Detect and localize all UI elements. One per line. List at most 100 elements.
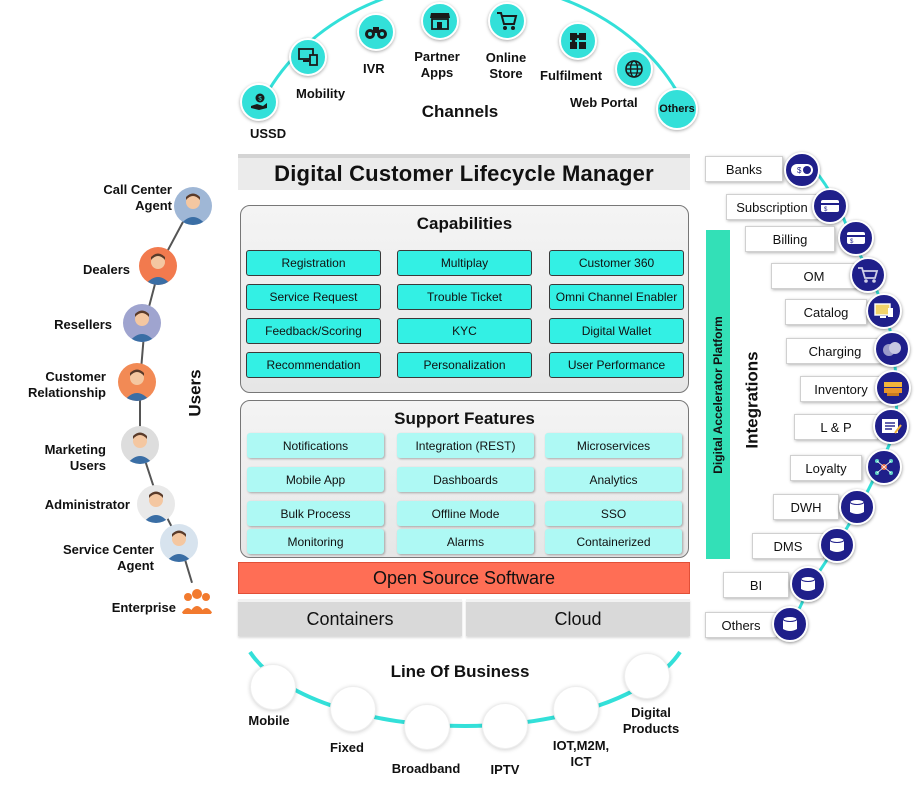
user-enterprise-avatar bbox=[178, 582, 216, 620]
user-call-center-agent-label: Call Center Agent bbox=[103, 182, 172, 213]
svg-text:$: $ bbox=[850, 239, 854, 245]
integration-bi-icon bbox=[790, 566, 826, 602]
support-containerized: Containerized bbox=[545, 529, 682, 554]
binoculars-icon bbox=[357, 13, 395, 51]
capability-recommendation: Recommendation bbox=[246, 352, 381, 378]
channel-label-ivr: IVR bbox=[363, 61, 385, 76]
capability-kyc: KYC bbox=[397, 318, 532, 344]
integration-dwh-icon bbox=[839, 489, 875, 525]
integration-catalog-icon bbox=[866, 293, 902, 329]
integration-billing-box: Billing bbox=[745, 226, 835, 252]
integration-others-icon bbox=[772, 606, 808, 642]
capability-digital-wallet: Digital Wallet bbox=[549, 318, 684, 344]
integration-om-box: OM bbox=[771, 263, 857, 289]
integration-subscription-icon: $ bbox=[812, 188, 848, 224]
channels-title: Channels bbox=[421, 102, 499, 121]
capability-multiplay: Multiplay bbox=[397, 250, 532, 276]
users-title: Users bbox=[186, 369, 206, 417]
integration-dwh-box: DWH bbox=[773, 494, 839, 520]
lob-iot-m2m-ict-circle bbox=[553, 686, 599, 732]
support-microservices: Microservices bbox=[545, 433, 682, 458]
page-title: Digital Customer Lifecycle Manager bbox=[238, 154, 690, 190]
support-analytics: Analytics bbox=[545, 467, 682, 492]
integration-dms-box: DMS bbox=[752, 533, 824, 559]
open-source-software-bar: Open Source Software bbox=[238, 562, 690, 594]
cloud-box: Cloud bbox=[466, 599, 690, 636]
user-marketing-users-label: Marketing Users bbox=[44, 442, 106, 473]
svg-text:$: $ bbox=[258, 97, 262, 103]
user-dealers-avatar bbox=[139, 247, 177, 285]
support-features-panel: Support Features Notifications Integratio… bbox=[240, 400, 689, 558]
puzzle-icon bbox=[559, 22, 597, 60]
channel-label-online-store: Online Store bbox=[485, 50, 527, 81]
lob-mobile-circle bbox=[250, 664, 296, 710]
lob-broadband-circle bbox=[404, 704, 450, 750]
integration-dms-icon bbox=[819, 527, 855, 563]
lob-iptv-label: IPTV bbox=[490, 762, 520, 777]
lob-iptv-circle bbox=[482, 703, 528, 749]
capability-feedback-scoring: Feedback/Scoring bbox=[246, 318, 381, 344]
user-call-center-agent-avatar bbox=[174, 187, 212, 225]
capability-registration: Registration bbox=[246, 250, 381, 276]
user-enterprise-label: Enterprise bbox=[111, 600, 176, 615]
support-sso: SSO bbox=[545, 501, 682, 526]
capability-omni-channel-enabler: Omni Channel Enabler bbox=[549, 284, 684, 310]
user-resellers-label: Resellers bbox=[54, 317, 112, 332]
user-service-center-agent-avatar bbox=[160, 524, 198, 562]
capabilities-panel: Capabilities Registration Multiplay Custom… bbox=[240, 205, 689, 393]
channel-label-web-portal: Web Portal bbox=[570, 95, 638, 110]
support-integration-rest: Integration (REST) bbox=[397, 433, 534, 458]
support-notifications: Notifications bbox=[247, 433, 384, 458]
users-title-wrap: Users bbox=[181, 363, 211, 423]
svg-text:$: $ bbox=[824, 207, 828, 213]
support-alarms: Alarms bbox=[397, 529, 534, 554]
lob-mobile-label: Mobile bbox=[248, 713, 290, 728]
devices-icon bbox=[289, 38, 327, 76]
support-offline-mode: Offline Mode bbox=[397, 501, 534, 526]
capability-personalization: Personalization bbox=[397, 352, 532, 378]
integration-inventory-icon bbox=[875, 370, 911, 406]
user-administrator-avatar bbox=[137, 485, 175, 523]
support-monitoring: Monitoring bbox=[247, 529, 384, 554]
lob-fixed-circle bbox=[330, 686, 376, 732]
storefront-icon bbox=[421, 2, 459, 40]
channel-others: Others bbox=[656, 88, 698, 130]
support-mobile-app: Mobile App bbox=[247, 467, 384, 492]
cart-icon bbox=[488, 2, 526, 40]
integration-loyalty-icon bbox=[866, 449, 902, 485]
svg-text:$: $ bbox=[797, 166, 802, 175]
lob-broadband-label: Broadband bbox=[391, 761, 461, 776]
channel-label-ussd: USSD bbox=[250, 126, 287, 141]
lob-title: Line Of Business bbox=[390, 662, 530, 681]
capability-customer-360: Customer 360 bbox=[549, 250, 684, 276]
integration-om-icon bbox=[850, 257, 886, 293]
integration-banks-icon: $ bbox=[784, 152, 820, 188]
capability-service-request: Service Request bbox=[246, 284, 381, 310]
channel-label-mobility: Mobility bbox=[296, 86, 346, 101]
integration-charging-icon bbox=[874, 331, 910, 367]
user-customer-relationship-label: Customer Relationship bbox=[27, 369, 106, 400]
support-dashboards: Dashboards bbox=[397, 467, 534, 492]
lob-digital-products-label: Digital Products bbox=[622, 705, 680, 736]
lob-digital-products-circle bbox=[624, 653, 670, 699]
integration-charging-box: Charging bbox=[786, 338, 884, 364]
integration-billing-icon: $ bbox=[838, 220, 874, 256]
integration-bi-box: BI bbox=[723, 572, 789, 598]
integration-catalog-box: Catalog bbox=[785, 299, 867, 325]
channel-label-fulfilment: Fulfilment bbox=[540, 68, 603, 83]
integration-loyalty-box: Loyalty bbox=[790, 455, 862, 481]
integration-inventory-box: Inventory bbox=[800, 376, 882, 402]
user-administrator-label: Administrator bbox=[44, 497, 130, 512]
ussd-icon: $ bbox=[240, 83, 278, 121]
user-resellers-avatar bbox=[123, 304, 161, 342]
lob-fixed-label: Fixed bbox=[330, 740, 364, 755]
globe-icon bbox=[615, 50, 653, 88]
digital-accelerator-platform-bar: Digital Accelerator Platform bbox=[706, 230, 730, 559]
support-features-title: Support Features bbox=[394, 409, 535, 428]
capabilities-title: Capabilities bbox=[416, 214, 513, 233]
integration-l-p-icon bbox=[873, 408, 909, 444]
integrations-title: Integrations bbox=[743, 351, 763, 449]
integration-others-box: Others bbox=[705, 612, 777, 638]
integration-banks-box: Banks bbox=[705, 156, 783, 182]
containers-box: Containers bbox=[238, 599, 462, 636]
